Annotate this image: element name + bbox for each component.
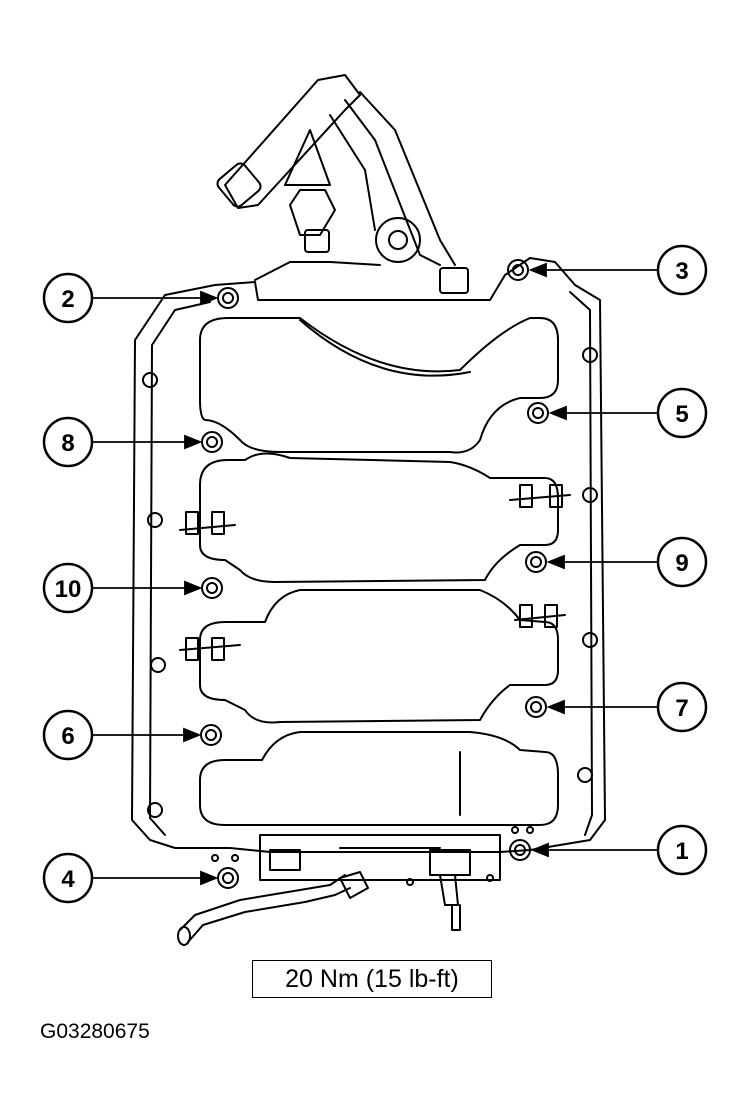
bottom-hardware: [177, 826, 534, 946]
svg-text:8: 8: [61, 430, 74, 457]
bolt-2: [217, 287, 239, 309]
callout-6: 6: [42, 709, 94, 761]
callout-leaders: [93, 262, 660, 886]
figure-id: G03280675: [40, 1020, 150, 1043]
svg-text:4: 4: [61, 866, 75, 893]
bolt-6: [200, 724, 222, 746]
bolt-3: [507, 259, 529, 281]
svg-text:2: 2: [61, 286, 74, 313]
torque-spec-label: 20 Nm (15 lb-ft): [252, 960, 492, 998]
fuel-rail-details: [179, 484, 571, 661]
callout-7: 7: [656, 681, 708, 733]
bolts: [200, 259, 549, 889]
svg-text:9: 9: [675, 550, 688, 577]
throttle-bracket: [216, 74, 469, 294]
callout-9: 9: [656, 536, 708, 588]
bolt-10: [201, 577, 223, 599]
callout-8: 8: [42, 416, 94, 468]
intake-runners: [199, 317, 559, 826]
svg-text:1: 1: [675, 838, 688, 865]
callout-5: 5: [656, 387, 708, 439]
callout-3: 3: [656, 244, 708, 296]
svg-text:5: 5: [675, 401, 688, 428]
callout-4: 4: [42, 852, 94, 904]
bolt-1: [509, 839, 531, 861]
bolt-9: [525, 551, 547, 573]
callout-circles: 1 2 3 4 5 6 7 8: [42, 244, 708, 904]
svg-text:7: 7: [675, 695, 688, 722]
bolt-7: [525, 696, 547, 718]
bolt-4: [217, 867, 239, 889]
bolt-5: [527, 402, 549, 424]
svg-text:6: 6: [61, 723, 74, 750]
svg-text:3: 3: [675, 258, 688, 285]
callout-10: 10: [42, 562, 94, 614]
bolt-8: [201, 431, 223, 453]
svg-text:10: 10: [55, 576, 82, 603]
callout-1: 1: [656, 824, 708, 876]
callout-2: 2: [42, 272, 94, 324]
